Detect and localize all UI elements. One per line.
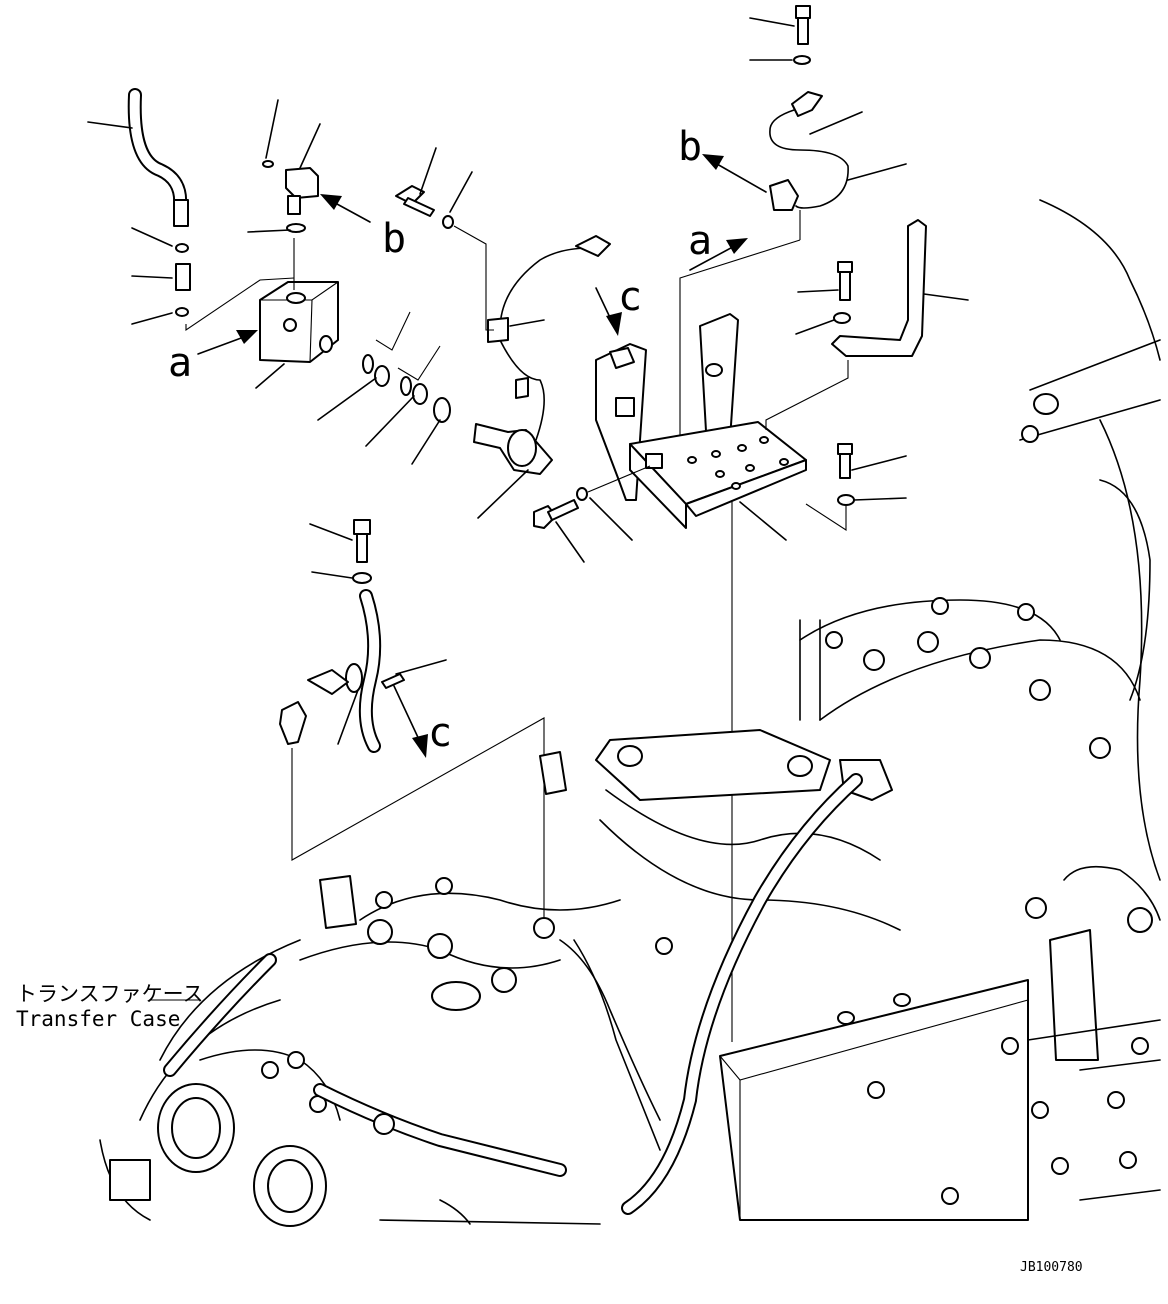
- sensor-harness: [487, 235, 611, 441]
- transmission-housing: [99, 199, 1161, 1227]
- arrow-b-right: b: [678, 124, 767, 193]
- rings-and-orings: [317, 311, 451, 465]
- harness-right: [679, 91, 907, 450]
- valve-block: [185, 238, 339, 389]
- solenoid-sensor: [473, 423, 553, 519]
- arrow-c-top: c: [595, 274, 642, 336]
- arrow-b-left: b: [320, 194, 406, 262]
- transfer-case-label-en: Transfer Case: [16, 1007, 181, 1031]
- transfer-case-label-jp: トランスファケース: [16, 982, 204, 1006]
- fitting-small-left: [131, 227, 191, 325]
- bolt-right-lower: [805, 443, 907, 532]
- strap-bracket-right: [765, 219, 969, 430]
- svg-text:a: a: [168, 340, 192, 386]
- mounting-plate: [629, 421, 807, 541]
- svg-text:b: b: [382, 216, 406, 262]
- bolt-lower-left: [309, 519, 372, 584]
- bolt-top-right: [749, 5, 811, 65]
- hose-lower-left: [307, 589, 447, 753]
- svg-text:c: c: [428, 710, 452, 756]
- arrow-a-left: a: [168, 330, 258, 386]
- arrow-c-lower: c: [393, 685, 452, 758]
- hose-upper-left: [87, 88, 189, 227]
- fitting-lower-left: [279, 701, 545, 920]
- elbow-fitting: [247, 123, 321, 233]
- arrow-a-right: a: [688, 218, 748, 271]
- svg-text:b: b: [678, 124, 702, 170]
- bolt-mid-left: [533, 465, 651, 563]
- bolt-top-middle: [395, 147, 494, 331]
- svg-text:c: c: [618, 274, 642, 320]
- oring-top: [262, 99, 279, 168]
- drawing-code: JB100780: [1020, 1260, 1083, 1275]
- svg-text:a: a: [688, 218, 712, 264]
